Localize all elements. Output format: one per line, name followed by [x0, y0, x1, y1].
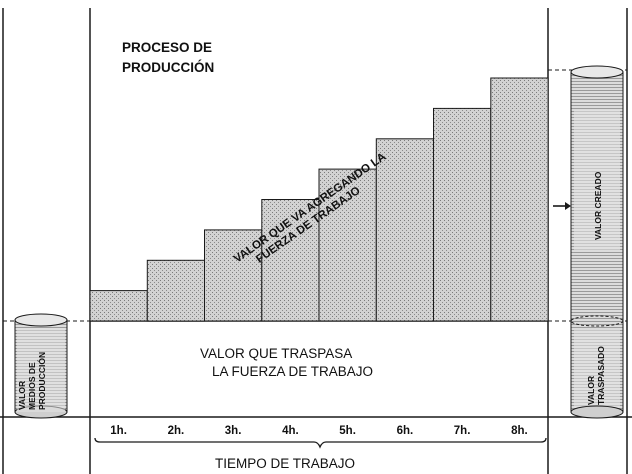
value-transferred-line-2: TRASPASADO: [596, 346, 606, 405]
hour-labels: 1h. 2h. 3h. 4h. 5h. 6h. 7h. 8h.: [110, 425, 527, 437]
step-bar: [375, 138, 435, 322]
axis-title: TIEMPO DE TRABAJO: [215, 456, 355, 471]
value-transferred-line-1: VALOR: [586, 376, 596, 405]
hour-label: 4h.: [282, 425, 299, 437]
left-cylinder-line-2: MEDIOS DE: [27, 362, 37, 410]
value-steps: [89, 77, 549, 322]
hour-label: 6h.: [397, 425, 414, 437]
step-bar: [490, 77, 549, 322]
step-bar: [318, 168, 377, 322]
arrow-icon: [553, 202, 571, 210]
title-line-1: PROCESO DE: [122, 40, 212, 55]
step-bar: [433, 107, 492, 322]
hour-label: 8h.: [511, 425, 528, 437]
transfer-line-1: VALOR QUE TRASPASA: [200, 346, 352, 361]
right-cylinder: VALOR CREADO VALOR TRASPASADO: [570, 65, 624, 419]
hour-label: 1h.: [110, 425, 127, 437]
hour-label: 5h.: [339, 425, 356, 437]
left-cylinder-line-1: VALOR: [17, 381, 27, 410]
hour-label: 7h.: [454, 425, 471, 437]
step-bar: [204, 229, 263, 322]
left-cylinder-line-3: PRODUCCIÓN: [36, 352, 47, 410]
time-brace: [94, 437, 547, 449]
step-bar: [89, 290, 148, 322]
title-line-2: PRODUCCIÓN: [122, 60, 214, 75]
step-bar: [146, 259, 206, 322]
hour-label: 3h.: [225, 425, 242, 437]
transfer-line-2: LA FUERZA DE TRABAJO: [212, 364, 373, 379]
value-created-label: VALOR CREADO: [593, 171, 603, 240]
hour-label: 2h.: [168, 425, 185, 437]
step-bar: [261, 199, 320, 322]
left-cylinder: VALOR MEDIOS DE PRODUCCIÓN: [14, 313, 68, 419]
